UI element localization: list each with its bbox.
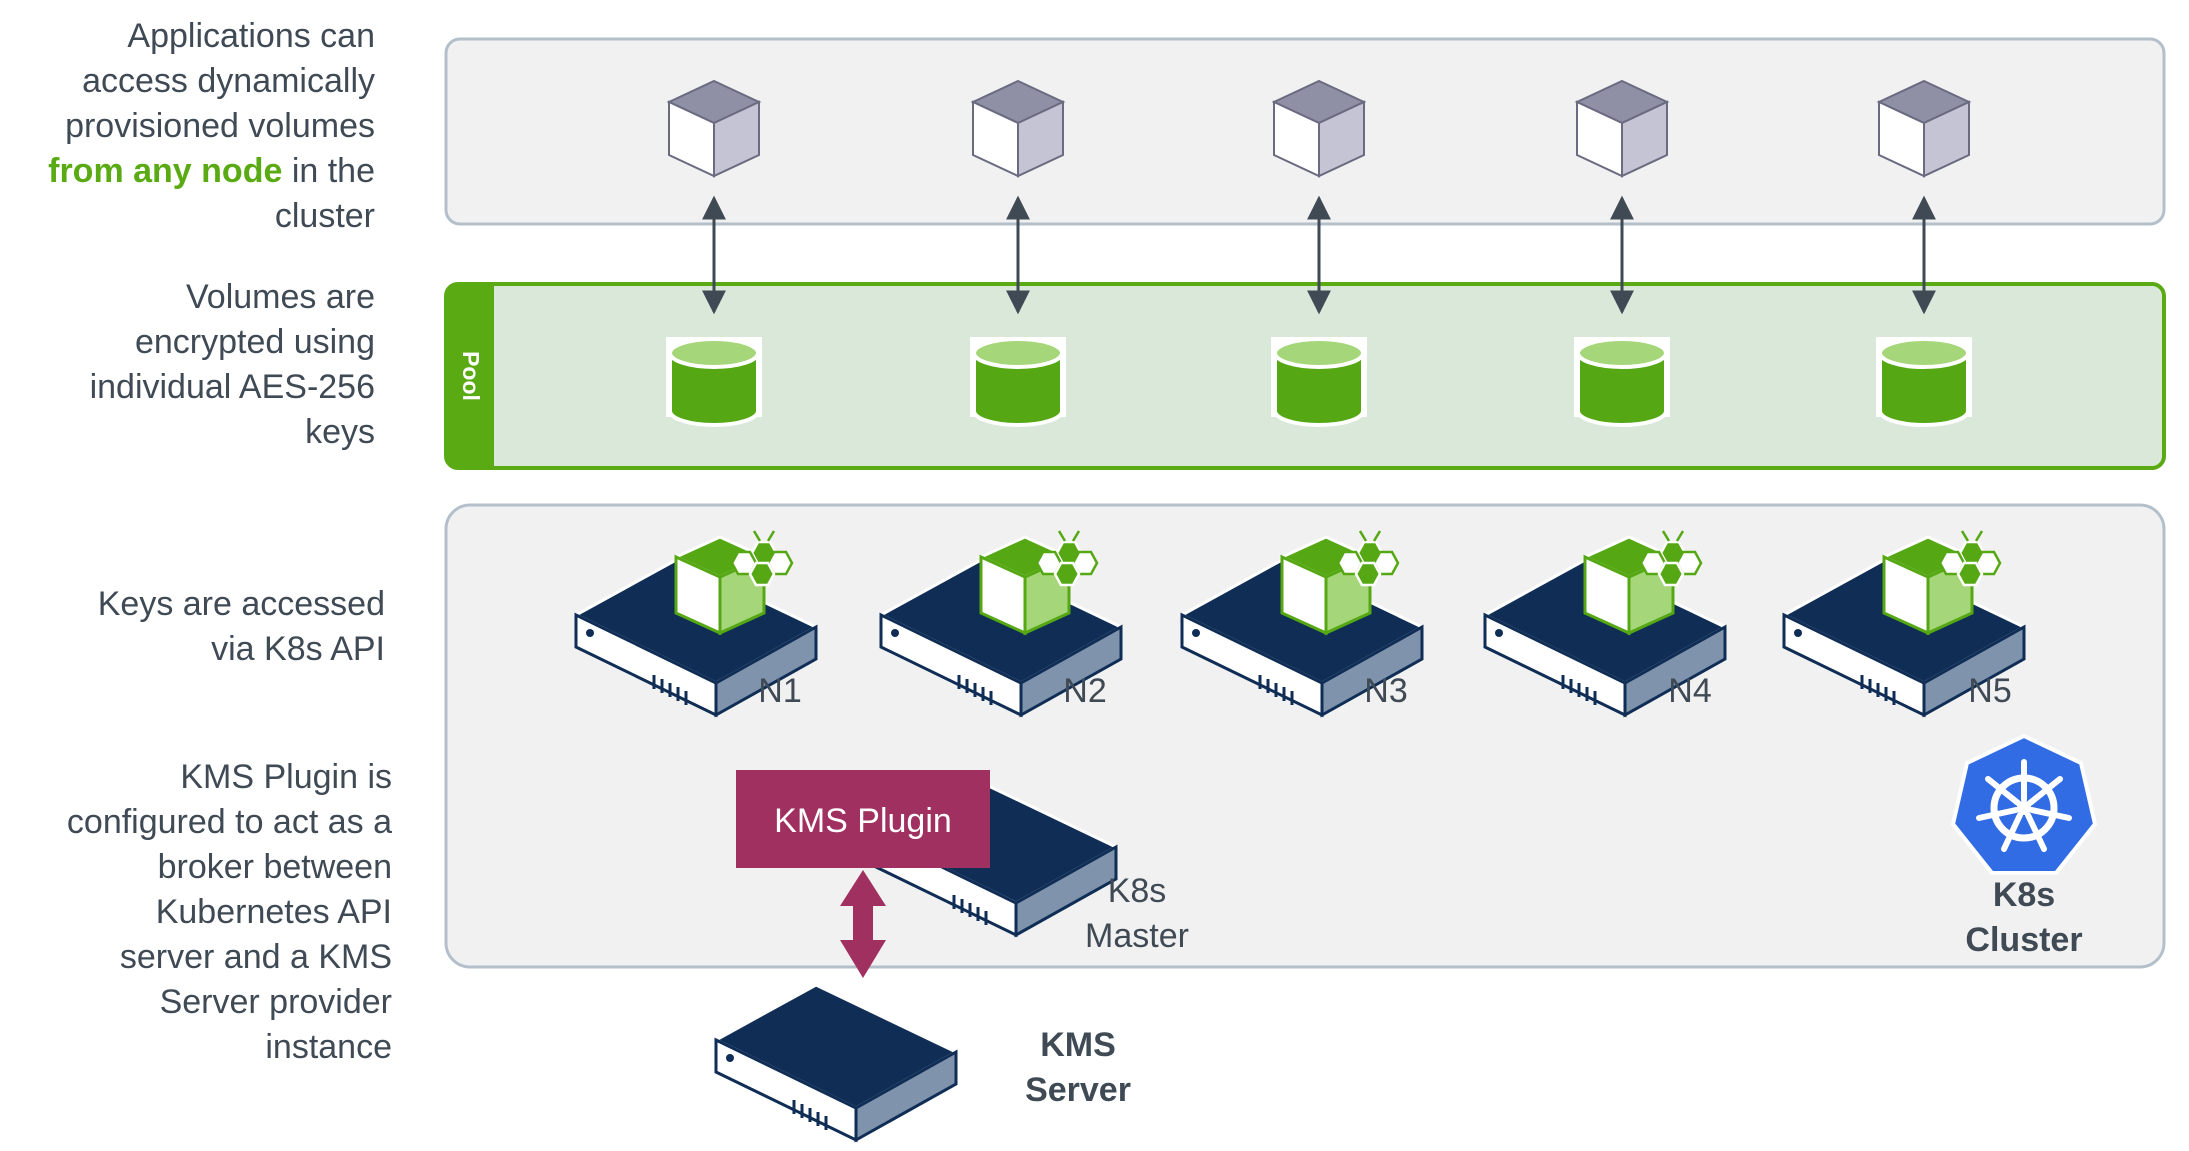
node-n2: N2 — [879, 529, 1123, 717]
node-n1: N1 — [574, 529, 818, 717]
caption-keys: Keys are accessed via K8s API — [97, 585, 385, 668]
kubernetes-logo-icon — [1950, 733, 2098, 875]
app-column-1 — [664, 80, 764, 427]
cluster-label-line2: Cluster — [1965, 921, 2082, 959]
encrypted-volume-icon — [968, 335, 1068, 427]
node-label: N5 — [1968, 672, 2011, 710]
application-cube-icon — [1273, 80, 1365, 177]
app-column-5 — [1874, 80, 1974, 427]
cluster-label-line1: K8s — [1993, 876, 2055, 914]
application-cube-icon — [972, 80, 1064, 177]
caption-apps: Applications can access dynamically prov… — [48, 17, 375, 235]
node-label: N4 — [1668, 672, 1711, 710]
server-icon — [714, 983, 958, 1142]
app-column-3 — [1269, 80, 1369, 427]
node-n5: N5 — [1782, 529, 2026, 717]
k8s-master: K8s Master — [874, 778, 1189, 955]
application-cube-icon — [668, 80, 760, 177]
encrypted-volume-icon — [1269, 335, 1369, 427]
encrypted-volume-icon — [1572, 335, 1672, 427]
node-label: N3 — [1364, 672, 1407, 710]
encrypted-volume-icon — [1874, 335, 1974, 427]
caption-kms: KMS Plugin is configured to act as a bro… — [66, 758, 392, 1066]
master-label-line2: Master — [1085, 917, 1189, 955]
kms-server-label-line1: KMS — [1040, 1026, 1116, 1064]
app-column-4 — [1572, 80, 1672, 427]
node-n3: N3 — [1180, 529, 1424, 717]
kms-plugin-label: KMS Plugin — [774, 802, 952, 840]
pool-label: Pool — [458, 351, 484, 401]
caption-volumes: Volumes are encrypted using individual A… — [89, 278, 375, 451]
highlight-any-node: from any node — [48, 152, 283, 190]
application-cube-icon — [1878, 80, 1970, 177]
encrypted-volume-icon — [664, 335, 764, 427]
node-label: N2 — [1063, 672, 1106, 710]
node-label: N1 — [758, 672, 801, 710]
node-n4: N4 — [1483, 529, 1727, 717]
application-cube-icon — [1576, 80, 1668, 177]
plugin-server-arrow — [840, 870, 886, 978]
kms-server: KMS Server — [714, 983, 1131, 1142]
kms-plugin: KMS Plugin — [736, 770, 990, 868]
app-column-2 — [968, 80, 1068, 427]
kms-server-label-line2: Server — [1025, 1071, 1131, 1109]
master-label-line1: K8s — [1108, 872, 1167, 910]
